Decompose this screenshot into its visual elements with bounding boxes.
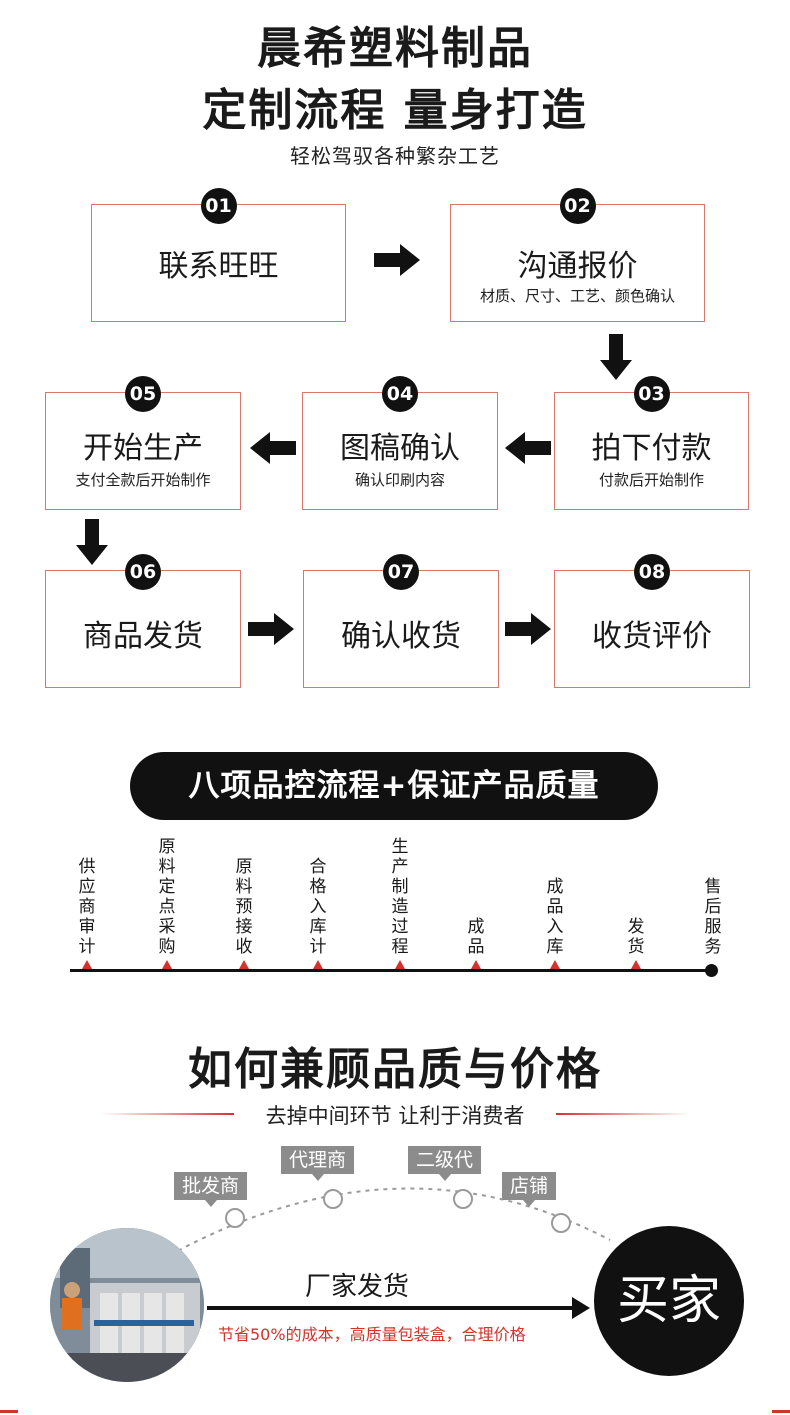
chain-node bbox=[323, 1189, 343, 1209]
qc-stage-label: 售后服务 bbox=[704, 877, 722, 957]
step-card-06: 06 商品发货 bbox=[45, 554, 241, 688]
decorative-divider bbox=[0, 1410, 18, 1413]
chain-node bbox=[551, 1213, 571, 1233]
factory-photo bbox=[50, 1228, 204, 1382]
buyer-circle: 买家 bbox=[594, 1226, 744, 1376]
step-number-badge: 07 bbox=[383, 554, 419, 590]
section-subtitle: 去掉中间环节 让利于消费者 bbox=[265, 1104, 525, 1128]
left-arrow-icon bbox=[505, 432, 551, 464]
step-card-08: 08 收货评价 bbox=[554, 554, 750, 688]
step-title: 开始生产 bbox=[83, 431, 203, 466]
step-title: 拍下付款 bbox=[591, 431, 712, 466]
qc-stage-label: 原料定点采购 bbox=[158, 837, 176, 957]
step-description: 付款后开始制作 bbox=[598, 471, 704, 489]
quality-control-banner: 八项品控流程+保证产品质量 bbox=[130, 752, 658, 820]
step-number-badge: 04 bbox=[382, 376, 418, 412]
right-arrow-icon bbox=[505, 613, 551, 645]
step-card-03: 03 拍下付款 付款后开始制作 bbox=[554, 376, 749, 510]
qc-stage-label: 生产制造过程 bbox=[391, 837, 409, 957]
step-number-badge: 02 bbox=[559, 188, 596, 224]
step-card-05: 05 开始生产 支付全款后开始制作 bbox=[45, 376, 241, 510]
shipping-arrow-line bbox=[207, 1306, 577, 1310]
down-arrow-icon bbox=[76, 519, 108, 565]
triangle-marker-icon bbox=[471, 960, 481, 969]
step-title: 收货评价 bbox=[592, 619, 712, 654]
triangle-marker-icon bbox=[162, 960, 172, 969]
timeline-end-dot bbox=[705, 964, 718, 977]
step-description: 确认印刷内容 bbox=[354, 471, 445, 489]
step-number-badge: 01 bbox=[200, 188, 237, 224]
qc-stage-label: 供应商审计 bbox=[78, 857, 96, 957]
step-number-badge: 06 bbox=[125, 554, 161, 590]
qc-timeline bbox=[70, 969, 712, 972]
step-title: 确认收货 bbox=[341, 619, 461, 654]
decorative-divider bbox=[100, 1113, 234, 1115]
step-description: 材质、尺寸、工艺、颜色确认 bbox=[479, 287, 675, 305]
qc-stage-label: 成品入库 bbox=[546, 877, 564, 957]
step-number-badge: 08 bbox=[634, 554, 670, 590]
sub-agent-tag: 二级代 bbox=[408, 1146, 482, 1181]
right-arrow-icon bbox=[248, 613, 294, 645]
step-card-07: 07 确认收货 bbox=[303, 554, 499, 688]
step-number-badge: 05 bbox=[125, 376, 161, 412]
chain-node bbox=[225, 1208, 245, 1228]
step-card-04: 04 图稿确认 确认印刷内容 bbox=[302, 376, 498, 510]
agent-tag: 代理商 bbox=[281, 1146, 355, 1181]
step-title: 沟通报价 bbox=[517, 249, 638, 284]
store-tag: 店铺 bbox=[502, 1172, 557, 1207]
section-title: 如何兼顾品质与价格 bbox=[188, 1044, 602, 1095]
page-tagline: 轻松驾驭各种繁杂工艺 bbox=[290, 144, 500, 168]
triangle-marker-icon bbox=[239, 960, 249, 969]
step-number-badge: 03 bbox=[633, 376, 670, 412]
decorative-divider bbox=[556, 1113, 690, 1115]
factory-shipping-label: 厂家发货 bbox=[305, 1272, 410, 1302]
right-arrow-icon bbox=[374, 244, 420, 276]
triangle-marker-icon bbox=[82, 960, 92, 969]
arrow-head-icon bbox=[572, 1297, 590, 1319]
triangle-marker-icon bbox=[395, 960, 405, 969]
triangle-marker-icon bbox=[631, 960, 641, 969]
step-title: 商品发货 bbox=[83, 619, 203, 654]
qc-stage-label: 原料预接收 bbox=[235, 857, 253, 957]
step-description: 支付全款后开始制作 bbox=[75, 471, 211, 489]
chain-node bbox=[453, 1189, 473, 1209]
down-arrow-icon bbox=[600, 334, 632, 380]
decorative-divider bbox=[772, 1410, 790, 1413]
qc-stage-label: 成品 bbox=[467, 917, 485, 957]
qc-stage-label: 合格入库计 bbox=[309, 857, 327, 957]
page-title: 晨希塑料制品 bbox=[257, 23, 533, 74]
wholesaler-tag: 批发商 bbox=[174, 1172, 248, 1207]
supply-chain-arc bbox=[169, 1187, 611, 1256]
page-subtitle: 定制流程 量身打造 bbox=[202, 85, 588, 136]
left-arrow-icon bbox=[250, 432, 296, 464]
step-title: 图稿确认 bbox=[340, 431, 460, 466]
triangle-marker-icon bbox=[313, 960, 323, 969]
step-card-02: 02 沟通报价 材质、尺寸、工艺、颜色确认 bbox=[450, 188, 705, 322]
step-card-01: 01 联系旺旺 bbox=[91, 188, 346, 322]
qc-stage-label: 发货 bbox=[627, 917, 645, 957]
triangle-marker-icon bbox=[550, 960, 560, 969]
savings-note: 节省50%的成本，高质量包装盒，合理价格 bbox=[218, 1325, 526, 1344]
step-title: 联系旺旺 bbox=[158, 249, 279, 284]
